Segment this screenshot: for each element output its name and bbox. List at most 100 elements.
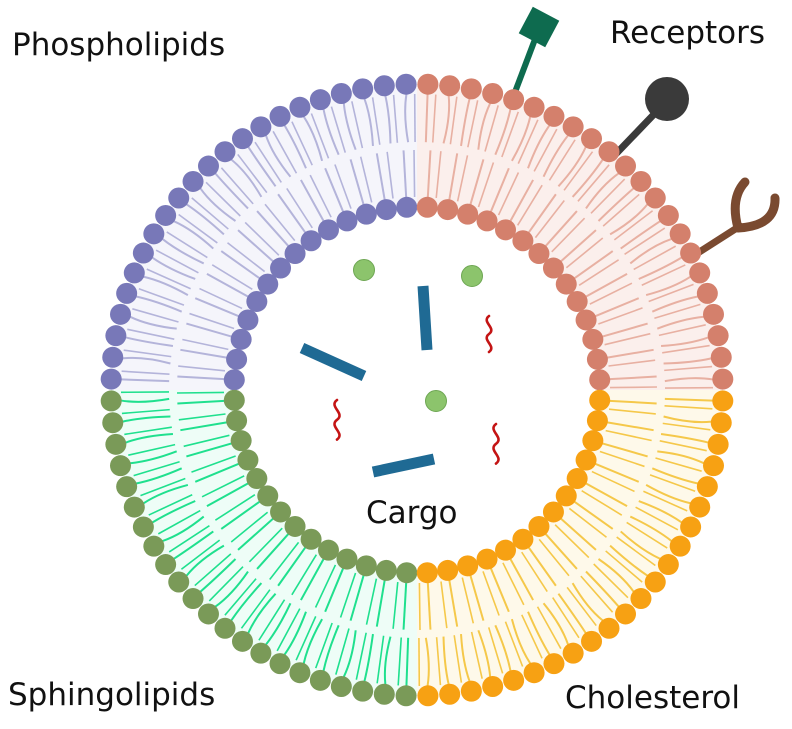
lipid-head [482, 83, 504, 105]
lipid-tail [489, 567, 510, 613]
cargo-sphere [353, 259, 375, 281]
lipid-tail [460, 98, 471, 147]
lipid-tail [121, 397, 170, 403]
lipid-head [566, 468, 588, 490]
lipid-head [246, 468, 268, 490]
lipid-tail [173, 220, 214, 250]
lipid-head [300, 528, 322, 550]
lipid-tail [191, 455, 236, 473]
lipid-tail [648, 283, 694, 303]
diamond-receptor-icon [518, 6, 560, 48]
lipid-tail [484, 105, 499, 152]
lipid-tail [227, 242, 266, 273]
lipid-tail [220, 167, 254, 205]
lipid-head [257, 273, 279, 295]
lipid-tail [573, 500, 614, 530]
lipid-tail [527, 546, 557, 587]
lipid-head [575, 309, 597, 331]
cargo-sphere [425, 390, 447, 412]
lipid-head [270, 501, 292, 523]
lipid-tail [269, 541, 300, 580]
cargo-group [299, 259, 500, 478]
lipid-head [417, 73, 439, 95]
lipid-tail [449, 96, 458, 145]
lipid-tail [214, 172, 249, 210]
lipid-tail [613, 210, 654, 241]
lipid-head [528, 243, 550, 265]
lipid-tail [324, 167, 345, 213]
lipid-tail [442, 95, 451, 144]
lipid-tail [509, 179, 534, 222]
lipid-tail [371, 97, 381, 145]
lipid-head [355, 203, 377, 225]
lipid-head [309, 669, 331, 691]
lipid-head [543, 105, 565, 127]
lipid-tail [548, 139, 576, 181]
lipid-tail [392, 94, 399, 143]
lipid-tail [470, 631, 483, 679]
lipid-head [710, 346, 732, 368]
lipid-tail [442, 636, 450, 685]
lipid-tail [376, 635, 385, 684]
lipid-head [317, 219, 339, 241]
lipid-tail [598, 307, 643, 325]
lipid-head [689, 496, 711, 518]
lipid-tail [467, 100, 479, 148]
lipid-tail [248, 527, 283, 563]
lipid-head [417, 685, 439, 707]
lipid-tail [291, 121, 313, 166]
lipid-tail [335, 628, 350, 675]
lipid-head [300, 230, 322, 252]
lipid-head [105, 433, 127, 455]
lipid-tail [599, 450, 645, 468]
lipid-tail [649, 474, 696, 493]
lipid-head [100, 390, 122, 412]
lipid-tail [359, 156, 373, 203]
lipid-tail [125, 433, 173, 444]
lipid-tail [177, 391, 225, 394]
lipid-tail [655, 457, 702, 472]
lipid-head [680, 516, 702, 538]
lipid-tail [521, 614, 543, 659]
lipid-tail [533, 128, 558, 172]
lipid-head [575, 449, 597, 471]
lipid-head [396, 196, 418, 218]
lipid-head [102, 412, 124, 434]
lipid-tail [638, 500, 683, 524]
lipid-tail [607, 348, 654, 359]
lipid-tail [597, 187, 635, 222]
lipid-tail [206, 482, 249, 507]
lipid-tail [626, 521, 668, 549]
lipid-tail [477, 162, 495, 208]
lipid-head [336, 210, 358, 232]
lipid-tail [638, 256, 683, 280]
lipid-head [143, 535, 165, 557]
lipid-head [284, 515, 306, 537]
round-receptor-icon [645, 77, 689, 121]
lipid-tail [504, 621, 524, 667]
lipid-tails [121, 94, 713, 686]
cargo-label: Cargo [366, 495, 458, 531]
lipid-tail [641, 264, 686, 286]
lipid-tail [605, 429, 652, 442]
lipid-tail [580, 575, 614, 613]
lipid-tail [178, 213, 218, 244]
lipid-tail [509, 558, 534, 601]
lipid-head [168, 187, 190, 209]
lipid-tail [237, 229, 274, 263]
lipid-tail [460, 634, 471, 682]
lipid-tail [448, 153, 459, 200]
lipid-tail [397, 637, 403, 686]
lipid-tail [128, 443, 176, 456]
lipid-head [395, 685, 417, 707]
lipid-tail [392, 581, 399, 629]
lipid-head [231, 630, 253, 652]
lipid-head [116, 476, 138, 498]
lipid-tail [310, 113, 330, 159]
lipid-tail [309, 174, 332, 218]
lipid-tail [295, 616, 317, 661]
lipid-tail [339, 572, 357, 618]
lipid-tail [557, 593, 587, 634]
lipid-tail [291, 554, 318, 596]
lipid-tail [573, 250, 614, 280]
